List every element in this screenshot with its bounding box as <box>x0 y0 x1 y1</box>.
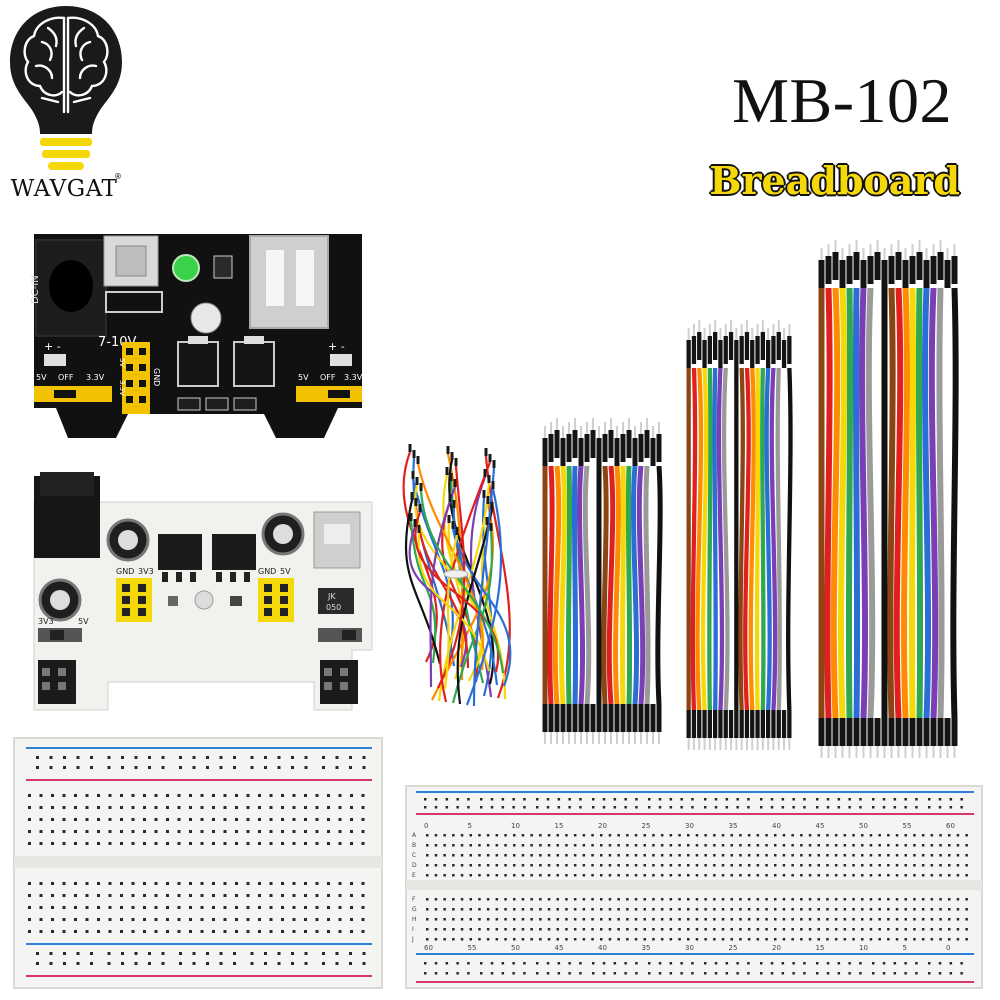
row-letter: H <box>412 916 417 923</box>
column-number: 0 <box>424 822 428 830</box>
column-number: 5 <box>903 944 907 952</box>
ic-label-line1: JK <box>327 592 336 601</box>
left-off-label: OFF <box>58 373 74 382</box>
row-letter: F <box>412 896 416 903</box>
column-number: 50 <box>859 822 868 830</box>
svg-text:+ -: + - <box>44 340 61 353</box>
right-off-label: OFF <box>320 373 336 382</box>
right-33v-label: 3.3V <box>344 373 363 382</box>
white-power-module: GND 3V3 GND 5V JK 050 3V3 5V <box>33 472 373 711</box>
left-gnd-label: GND <box>116 567 134 576</box>
model-title: MB-102 <box>732 65 952 136</box>
column-number: 10 <box>511 822 520 830</box>
right-gnd-label: GND <box>258 567 276 576</box>
yellow-header-left <box>116 578 152 622</box>
column-number: 5 <box>468 822 472 830</box>
registered-mark: ® <box>114 172 122 181</box>
regulator-right <box>212 534 256 570</box>
row-letter: D <box>412 862 417 869</box>
column-number: 25 <box>729 944 738 952</box>
dc-in-label: DC-IN <box>30 275 41 304</box>
black-power-module: DC-IN 7-10V GND 5V 3.3V + - 5V OFF 3.3V … <box>30 234 363 438</box>
column-number: 25 <box>642 822 651 830</box>
svg-text:+ -: + - <box>328 340 345 353</box>
capacitor <box>190 302 222 334</box>
header-33v-label: 3.3V <box>118 380 126 396</box>
column-number: 15 <box>555 822 564 830</box>
usb-port <box>249 235 329 329</box>
column-number: 20 <box>772 944 781 952</box>
column-number: 10 <box>859 944 868 952</box>
right-5v-label: 5V <box>280 567 291 576</box>
left-3v3-label: 3V3 <box>138 567 154 576</box>
row-letter: A <box>412 832 417 839</box>
row-letter: G <box>412 906 417 913</box>
column-number: 60 <box>946 822 955 830</box>
small-breadboard <box>13 737 383 989</box>
column-number: 45 <box>816 822 825 830</box>
header-gnd-label: GND <box>152 368 161 386</box>
left-33v-label: 3.3V <box>86 373 105 382</box>
column-number: 20 <box>598 822 607 830</box>
row-letter: J <box>411 936 414 943</box>
yellow-header-right <box>258 578 294 622</box>
switch-3v3-label: 3V3 <box>38 617 54 626</box>
voltage-regulators <box>177 336 275 411</box>
right-5v-label: 5V <box>298 373 309 382</box>
dupont-cable-medium <box>686 320 793 750</box>
wavgat-logo <box>2 2 130 212</box>
column-number: 40 <box>772 822 781 830</box>
row-letter: I <box>412 926 414 933</box>
column-number: 0 <box>946 944 950 952</box>
header-5v-label: 5V <box>118 358 126 367</box>
row-letter: B <box>412 842 416 849</box>
jumper-wire-bundle <box>402 444 512 707</box>
ic-label-line2: 050 <box>326 603 341 612</box>
column-number: 50 <box>511 944 520 952</box>
product-subtitle: Breadboard <box>709 158 960 203</box>
column-number: 30 <box>685 944 694 952</box>
left-5v-label: 5V <box>36 373 47 382</box>
column-number: 55 <box>903 822 912 830</box>
column-number: 40 <box>598 944 607 952</box>
regulator-left <box>158 534 202 570</box>
column-number: 55 <box>468 944 477 952</box>
row-letter: E <box>412 872 416 879</box>
ic-chip <box>318 588 354 614</box>
column-number: 35 <box>729 822 738 830</box>
brand-name: WAVGAT <box>10 176 118 202</box>
dupont-cable-short <box>542 418 663 744</box>
green-led <box>172 254 200 282</box>
column-number: 35 <box>642 944 651 952</box>
dupont-cable-long <box>818 240 959 758</box>
brain-bulb-icon <box>10 6 122 170</box>
column-number: 60 <box>424 944 433 952</box>
column-number: 30 <box>685 822 694 830</box>
row-letter: C <box>412 852 416 859</box>
column-number: 15 <box>816 944 825 952</box>
switch-5v-label: 5V <box>78 617 89 626</box>
column-number: 45 <box>555 944 564 952</box>
